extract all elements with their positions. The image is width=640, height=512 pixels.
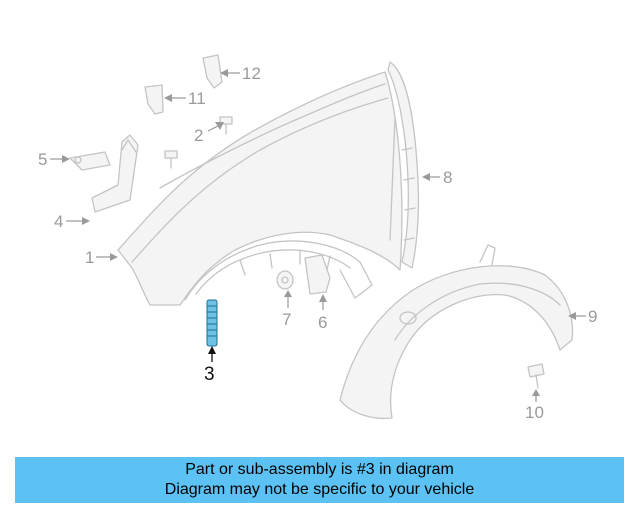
screw-part-10[interactable]	[527, 363, 545, 389]
stud-part-3[interactable]	[206, 299, 218, 347]
callout-labels: 1 2 3 4 5 6 7 8 9 10 11 12	[38, 64, 597, 422]
bracket-part-4[interactable]	[91, 134, 139, 213]
callout-3[interactable]: 3	[204, 364, 215, 385]
callout-5[interactable]: 5	[38, 150, 47, 169]
callout-12[interactable]: 12	[242, 64, 261, 83]
banner-line-part: Part or sub-assembly is #3 in diagram	[185, 461, 454, 478]
banner-line-disclaimer: Diagram may not be specific to your vehi…	[164, 481, 475, 498]
clip-part-12[interactable]	[202, 54, 223, 89]
grommet-part-7[interactable]	[276, 270, 294, 290]
callout-6[interactable]: 6	[318, 313, 327, 332]
callout-8[interactable]: 8	[443, 168, 452, 187]
info-banner: Part or sub-assembly is #3 in diagram Di…	[15, 457, 624, 503]
callout-4[interactable]: 4	[54, 212, 63, 231]
callout-11[interactable]: 11	[188, 89, 206, 108]
callout-7[interactable]: 7	[282, 310, 291, 329]
callout-9[interactable]: 9	[588, 307, 597, 326]
bracket-part-5[interactable]	[69, 151, 111, 171]
callout-1[interactable]: 1	[85, 248, 94, 267]
callout-2[interactable]: 2	[194, 126, 203, 145]
bolt-part-2[interactable]	[164, 116, 233, 169]
clip-part-11[interactable]	[144, 84, 164, 115]
seal-part-8[interactable]	[387, 61, 420, 269]
clip-part-6[interactable]	[304, 254, 331, 295]
callout-10[interactable]: 10	[525, 403, 544, 422]
liner-part-9[interactable]	[339, 244, 574, 420]
fender-part[interactable]	[117, 71, 403, 306]
leader-lines	[50, 69, 586, 402]
